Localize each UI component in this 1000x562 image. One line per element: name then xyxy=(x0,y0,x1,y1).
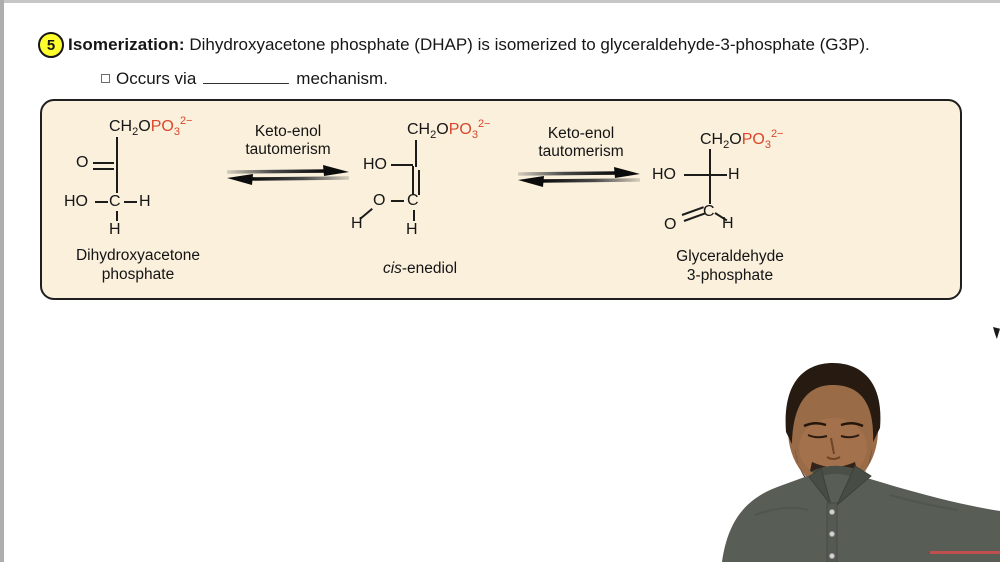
bond xyxy=(115,211,118,221)
bond xyxy=(391,200,404,202)
atom-h: H xyxy=(139,193,151,210)
bond xyxy=(115,137,118,193)
bullet-square-icon xyxy=(101,74,110,83)
atom-h: H xyxy=(109,221,121,238)
double-bond xyxy=(93,167,114,170)
eye-closed xyxy=(807,434,828,439)
fill-in-after: mechanism. xyxy=(296,69,388,88)
step-number-badge: 5 xyxy=(38,32,64,58)
atom-c: C xyxy=(703,203,715,220)
atom-h: H xyxy=(406,221,418,238)
atom-o: O xyxy=(76,154,89,171)
left-edge-strip xyxy=(0,0,4,562)
button xyxy=(828,530,835,537)
double-bond xyxy=(411,166,414,195)
collar-left xyxy=(808,467,832,506)
eyebrow xyxy=(840,422,864,428)
arrow-label: Keto-enol tautomerism xyxy=(245,123,331,158)
fill-in-line: Occurs via mechanism. xyxy=(116,69,388,89)
atom-o: O xyxy=(664,216,677,233)
button xyxy=(828,552,835,559)
nose xyxy=(826,437,841,460)
collar-right xyxy=(836,465,872,506)
hair xyxy=(785,363,881,444)
bond xyxy=(684,174,727,176)
top-edge-strip xyxy=(0,0,1000,3)
g3p-phosphate-formula: CH2OPO32− xyxy=(700,128,784,151)
equilibrium-arrows-icon xyxy=(226,165,350,185)
reaction-scheme-box xyxy=(40,99,962,300)
bond xyxy=(124,201,137,203)
page-title: Isomerization: Dihydroxyacetone phosphat… xyxy=(68,35,870,55)
g3p-label: Glyceraldehyde 3-phosphate xyxy=(676,248,784,284)
atom-h: H xyxy=(351,215,363,232)
atom-ho: HO xyxy=(64,193,88,210)
bond xyxy=(95,201,108,203)
bond xyxy=(414,140,417,167)
shirt-fold xyxy=(754,494,959,516)
enediol-phosphate-formula: CH2OPO32− xyxy=(407,118,491,141)
polo-shirt xyxy=(722,466,1000,562)
atom-o: O xyxy=(373,192,386,209)
bond xyxy=(413,210,415,221)
atom-c: C xyxy=(109,193,121,210)
arrow-label: Keto-enol tautomerism xyxy=(538,125,624,160)
step-number: 5 xyxy=(46,36,56,54)
eye-closed xyxy=(840,434,860,439)
bond xyxy=(708,149,711,204)
red-line-fragment xyxy=(930,551,1000,554)
blank-underline xyxy=(203,70,290,84)
title-description: Dihydroxyacetone phosphate (DHAP) is iso… xyxy=(184,35,870,54)
atom-ho: HO xyxy=(652,166,676,183)
atom-ho: HO xyxy=(363,156,387,173)
double-bond xyxy=(418,170,420,195)
dhap-phosphate-formula: CH2OPO32− xyxy=(109,115,193,138)
eyebrow xyxy=(803,422,827,428)
equilibrium-arrows-icon xyxy=(517,167,641,187)
title-bold: Isomerization: xyxy=(68,35,185,54)
dhap-label: Dihydroxyacetone phosphate xyxy=(75,247,201,283)
atom-c: C xyxy=(407,192,419,209)
bond xyxy=(391,164,413,166)
atom-h: H xyxy=(722,215,734,232)
fill-in-before: Occurs via xyxy=(116,69,197,88)
edge-glyph-fragment xyxy=(993,327,1000,339)
enediol-label: cis-enediol xyxy=(382,260,458,277)
collar-band xyxy=(812,465,859,479)
atom-h: H xyxy=(728,166,740,183)
double-bond xyxy=(93,161,114,164)
webcam-overlay xyxy=(722,363,1000,562)
button xyxy=(828,508,835,515)
